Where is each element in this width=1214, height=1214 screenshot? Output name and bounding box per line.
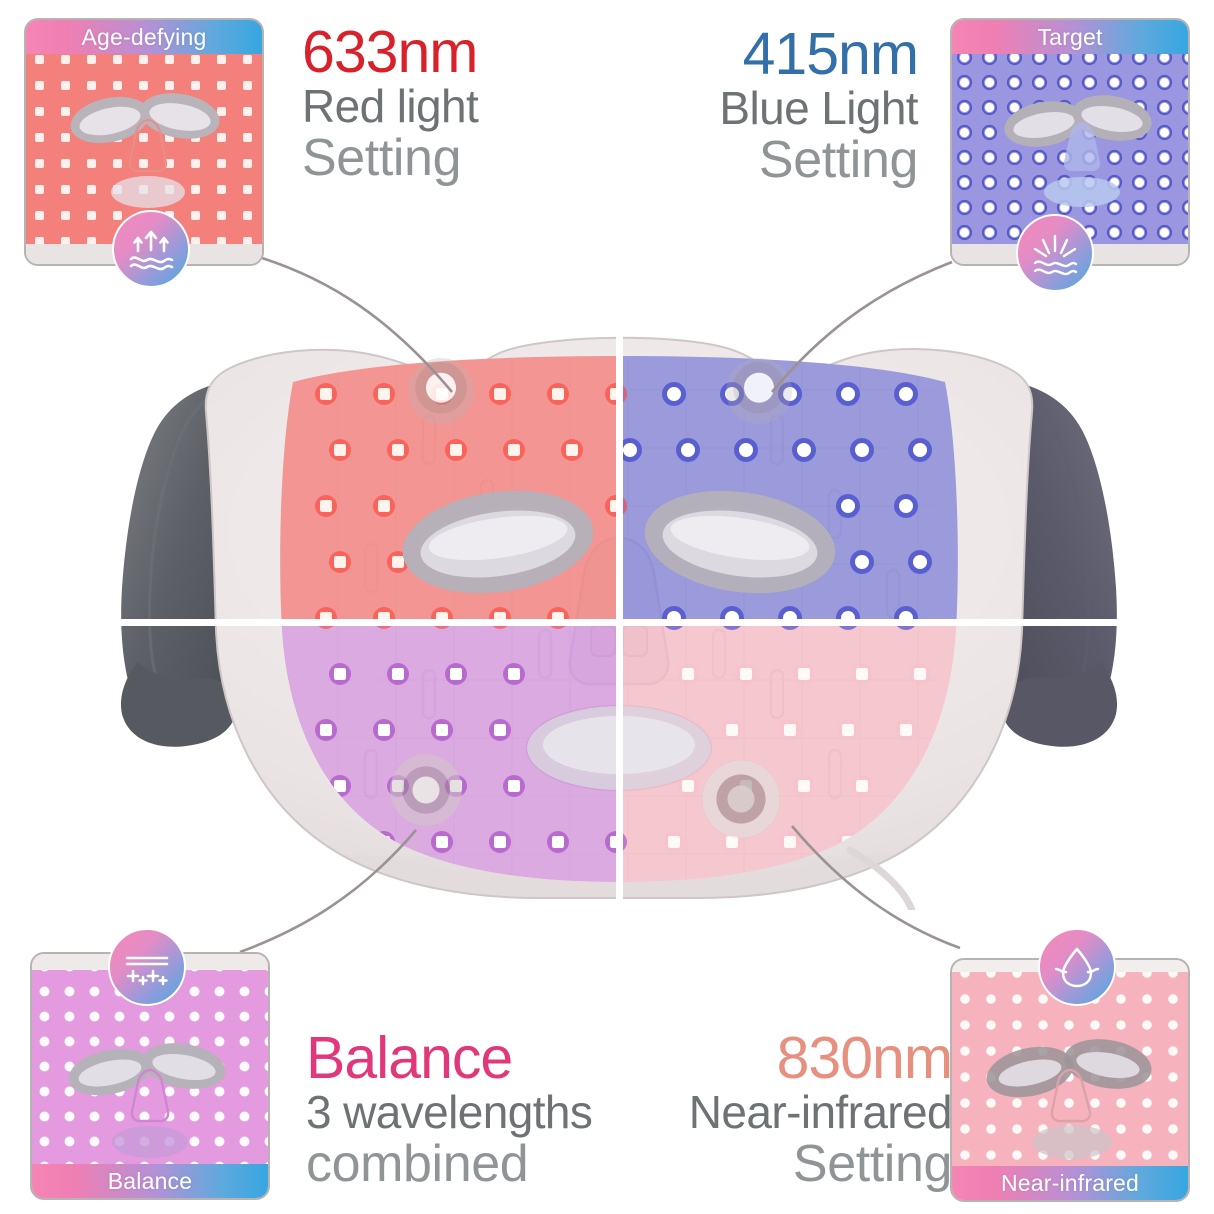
feature-mode-red: Setting [302, 128, 462, 187]
control-knob-top-right [726, 358, 792, 424]
badge-balance-icon [108, 928, 186, 1006]
quadrant-seam-horizontal [78, 619, 1160, 626]
badge-age-defying-icon [112, 210, 190, 288]
badge-target-icon [1016, 214, 1094, 292]
feature-text-balance: Balance 3 wavelengths combined [306, 1025, 593, 1193]
left-strap-tab [120, 662, 237, 747]
rays-over-wave-icon [1033, 234, 1078, 276]
feature-mode-balance: combined [306, 1134, 529, 1193]
thumbnail-label-balance: Balance [32, 1164, 268, 1198]
feature-mode-nir: Setting [792, 1134, 952, 1193]
control-knob-top-left [408, 358, 474, 424]
wavelength-830nm: 830nm [776, 1025, 953, 1091]
wavelength-415nm: 415nm [742, 21, 919, 87]
arrows-up-over-wave-icon [129, 230, 174, 271]
product-mask-image [78, 330, 1160, 910]
feature-name-red-light: Red light [302, 80, 479, 133]
feature-name-blue-light: Blue Light [719, 82, 918, 135]
right-strap-tab [1001, 662, 1118, 747]
thumbnail-label-age-defying: Age-defying [26, 20, 262, 54]
feature-text-nir: 830nm Near-infrared Setting [688, 1025, 953, 1193]
thumbnail-label-near-infrared: Near-infrared [952, 1166, 1188, 1200]
feature-title-balance: Balance [306, 1025, 513, 1091]
feature-name-balance: 3 wavelengths [306, 1086, 593, 1139]
feature-name-near-infrared: Near-infrared [688, 1086, 953, 1139]
feature-text-blue: 415nm Blue Light Setting [719, 21, 919, 189]
feature-mode-blue: Setting [758, 130, 918, 189]
lines-with-sparkles-icon [125, 956, 169, 986]
thumbnail-photo-blue [952, 20, 1188, 264]
feature-text-red: 633nm Red light Setting [302, 19, 479, 187]
thumbnail-label-target: Target [952, 20, 1188, 54]
control-knob-bottom-right [702, 760, 780, 838]
control-knob-bottom-left [390, 754, 462, 826]
water-droplet-over-wave-icon [1054, 947, 1100, 988]
wavelength-633nm: 633nm [302, 19, 478, 85]
badge-near-infrared-icon [1038, 928, 1116, 1006]
